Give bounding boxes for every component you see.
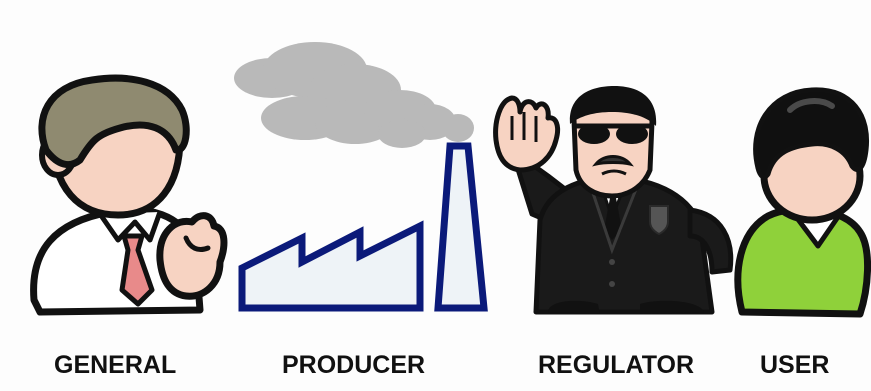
badge-icon [650,206,668,234]
businessman-icon [34,78,224,312]
regulator-button [609,259,615,265]
label-general: GENERAL [54,350,176,380]
regulator-raised-hand [496,98,558,170]
user-person-icon [738,90,868,314]
factory-chimney [438,146,484,308]
bodyguard-icon [496,86,731,314]
factory-icon [234,42,484,308]
smoke-icon [234,42,474,148]
label-user: USER [760,350,829,380]
factory-building [242,226,420,308]
regulator-button [609,281,615,287]
regulator-suit [536,178,712,312]
general-hand [160,216,224,297]
label-producer: PRODUCER [282,350,425,380]
label-regulator: REGULATOR [538,350,694,380]
